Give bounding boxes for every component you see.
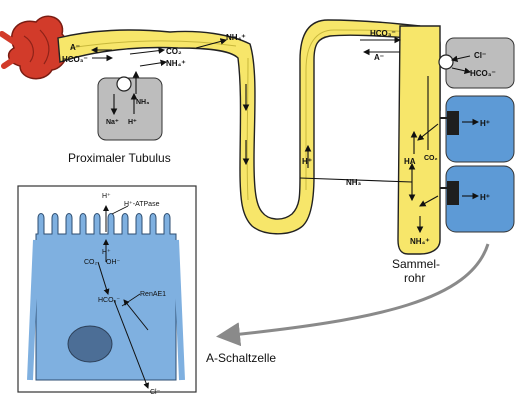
collecting-duct [398, 26, 440, 254]
a-cell-inset [18, 186, 196, 392]
label-a-minus-cd: A⁻ [374, 53, 384, 62]
label-nh3-cell: NH₃ [136, 99, 149, 106]
proximal-cell [98, 77, 162, 140]
label-co2-1: CO₂ [166, 47, 182, 56]
nucleus-icon [68, 326, 112, 362]
pump-upper-icon [440, 112, 458, 134]
label-cl-minus: Cl⁻ [474, 51, 486, 60]
label-nh4-cd: NH₄⁺ [410, 237, 430, 246]
transporter-icon [117, 77, 131, 91]
label-co2-cd: CO₂ [424, 155, 438, 162]
label-hco3-cd: HCO₃⁻ [370, 29, 396, 38]
intercalated-cells [439, 38, 514, 232]
inset-hco3: HCO₃⁻ [98, 297, 120, 304]
proximal-title: Proximaler Tubulus [68, 151, 171, 165]
glomerulus-icon [2, 16, 68, 78]
label-nh3-loop: NH₃ [346, 178, 362, 187]
label-hco3-bcell: HCO₃⁻ [470, 69, 496, 78]
collecting-title-1: Sammel- [392, 257, 440, 271]
inset-oh: OH⁻ [106, 259, 121, 266]
inset-co2: CO₂ [84, 259, 98, 266]
label-h-plus-loop: H⁺ [302, 157, 312, 166]
exchanger-icon [439, 55, 453, 69]
cell-title: A-Schaltzelle [206, 351, 276, 365]
label-ha: HA [404, 157, 416, 166]
label-nh4-2: NH₄⁺ [226, 33, 246, 42]
inset-h-mid: H⁺ [102, 249, 111, 256]
label-h-plus-a1: H⁺ [480, 119, 490, 128]
label-h-plus-cell: H⁺ [128, 119, 137, 126]
label-a-minus-1: A⁻ [70, 43, 80, 52]
inset-renae1: RenAE1 [140, 291, 166, 298]
b-cell [446, 38, 514, 88]
label-na-plus: Na⁺ [106, 119, 119, 126]
inset-atpase: H⁺-ATPase [124, 201, 160, 208]
label-hco3-1: HCO₃⁻ [62, 55, 88, 64]
label-h-plus-a2: H⁺ [480, 193, 490, 202]
label-nh4-1: NH₄⁺ [166, 59, 186, 68]
collecting-title-2: rohr [404, 271, 425, 285]
zoom-arrow [222, 244, 488, 336]
pump-lower-icon [440, 182, 458, 204]
inset-cl: Cl⁻ [150, 389, 161, 396]
inset-h-top: H⁺ [102, 193, 111, 200]
